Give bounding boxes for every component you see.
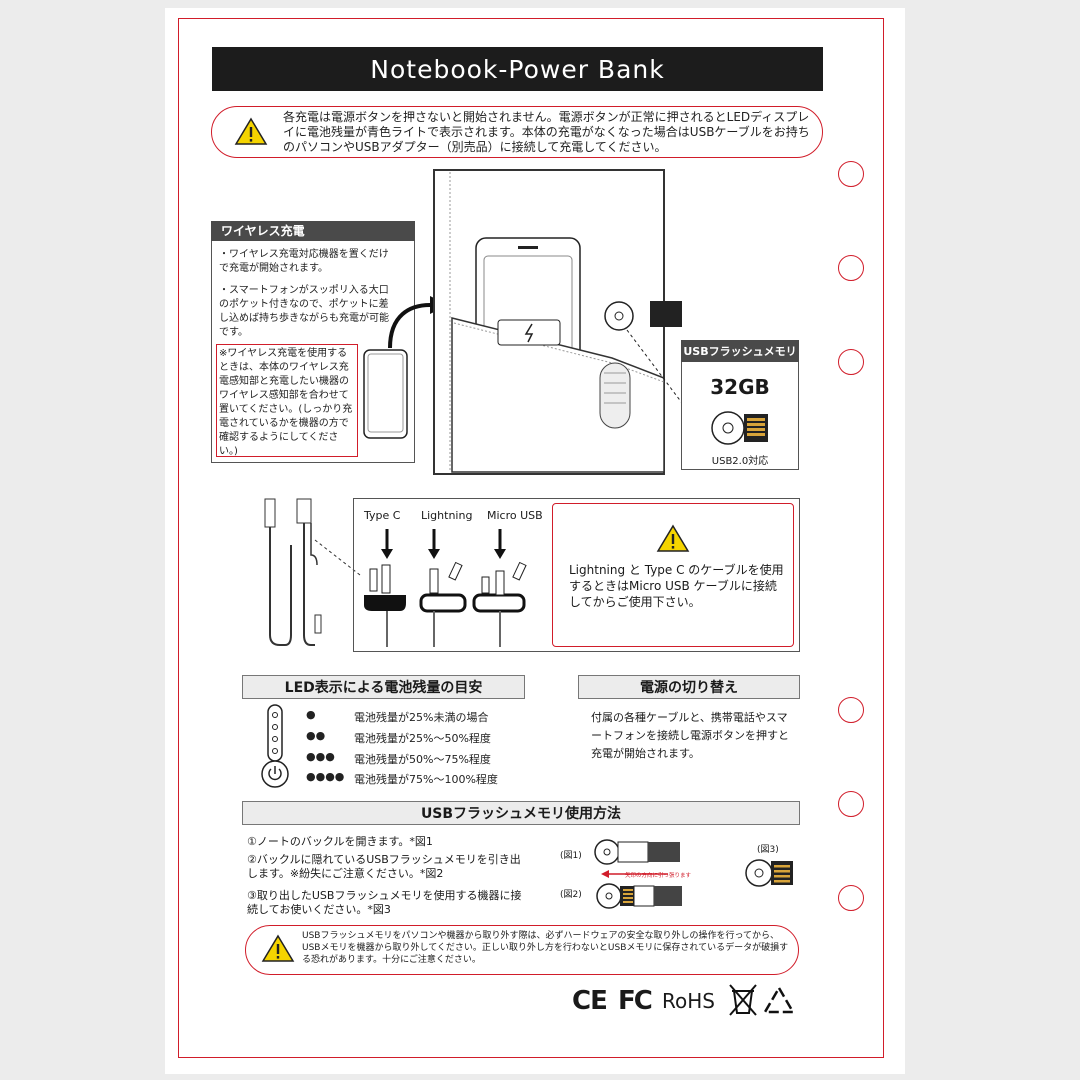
cable-label-lightning: Lightning (421, 509, 473, 522)
fig1-label: (図1) (560, 851, 582, 861)
notebook-illustration (433, 169, 683, 475)
usb-step-1: ①ノートのバックルを開きます。*図1 (247, 835, 433, 848)
cables-panel (353, 498, 800, 652)
usb-step-3: ③取り出したUSBフラッシュメモリを使用する機器に接続してお使いください。*図3 (247, 889, 522, 916)
binder-hole (838, 349, 864, 375)
cable-bundle-illustration (264, 498, 361, 646)
led-dots-1: ● (306, 708, 316, 721)
usb-figures-illustration (594, 839, 682, 909)
wireless-item-2: ・スマートフォンがスッポリ入る大口のポケット付きなので、ポケットに差し込めば持ち… (219, 285, 389, 338)
bottom-warning-text: USBフラッシュメモリをパソコンや機器から取り外す際は、必ずハードウェアの安全な… (302, 931, 789, 965)
recycle-icon (762, 985, 796, 1014)
warning-icon (234, 117, 268, 145)
bottom-warning-box (245, 925, 799, 975)
usb-card-header: USBフラッシュメモリ (681, 340, 799, 362)
wireless-note: ※ワイヤレス充電を使用するときは、本体のワイヤレス充電感知部と充電したい機器のワ… (219, 348, 353, 457)
fig3-label: (図3) (757, 845, 779, 855)
cables-warning-box (552, 503, 794, 647)
weee-bin-icon (729, 984, 757, 1016)
fig2-label: (図2) (560, 890, 582, 900)
arrow-note: 矢印の方向に引っ張ります (625, 873, 692, 879)
led-dots-4: ●●●● (306, 770, 345, 783)
usb-step-2: ②バックルに隠れているUSBフラッシュメモリを引き出します。※紛失にご注意くださ… (247, 853, 521, 880)
top-warning-text: 各充電は電源ボタンを押さないと開始されません。電源ボタンが正常に押されるとLED… (283, 110, 810, 154)
power-header: 電源の切り替え (578, 675, 800, 699)
red-border-frame (178, 18, 884, 1058)
fc-mark: FC (618, 986, 653, 1016)
binder-hole (838, 161, 864, 187)
wireless-header: ワイヤレス充電 (211, 221, 415, 241)
binder-hole (838, 885, 864, 911)
cable-label-typec: Type C (364, 509, 401, 522)
led-dots-2: ●● (306, 729, 326, 742)
wireless-item-1: ・ワイヤレス充電対応機器を置くだけで充電が開始されます。 (219, 249, 389, 274)
ce-mark: CE (572, 986, 608, 1016)
warning-icon (656, 524, 690, 552)
top-warning-box (211, 106, 823, 158)
cables-warning-text: Lightning と Type C のケーブルを使用するときはMicro US… (569, 563, 784, 609)
usb-drive-icon (711, 411, 768, 445)
power-text: 付属の各種ケーブルと、携帯電話やスマートフォンを接続し電源ボタンを押すと充電が開… (591, 711, 789, 760)
binder-hole (838, 791, 864, 817)
led-header: LED表示による電池残量の目安 (242, 675, 525, 699)
usb-spec: USB2.0対応 (711, 456, 769, 467)
wireless-note-box (216, 344, 358, 457)
cable-label-microusb: Micro USB (487, 509, 543, 522)
cable-connectors-illustration (364, 529, 527, 647)
led-text-2: 電池残量が25%～50%程度 (354, 732, 491, 745)
rohs-mark: RoHS (662, 989, 715, 1013)
led-text-4: 電池残量が75%～100%程度 (354, 773, 498, 786)
power-button-illustration (261, 704, 289, 788)
usb-fig3-icon (745, 859, 793, 887)
led-dots-3: ●●● (306, 750, 335, 763)
binder-hole (838, 255, 864, 281)
usb-capacity: 32GB (710, 375, 770, 399)
usb-usage-header: USBフラッシュメモリ使用方法 (242, 801, 800, 825)
led-text-1: 電池残量が25%未満の場合 (354, 711, 489, 724)
page-title: Notebook-Power Bank (212, 47, 823, 91)
binder-hole (838, 697, 864, 723)
warning-icon (261, 934, 295, 962)
led-text-3: 電池残量が50%～75%程度 (354, 753, 491, 766)
